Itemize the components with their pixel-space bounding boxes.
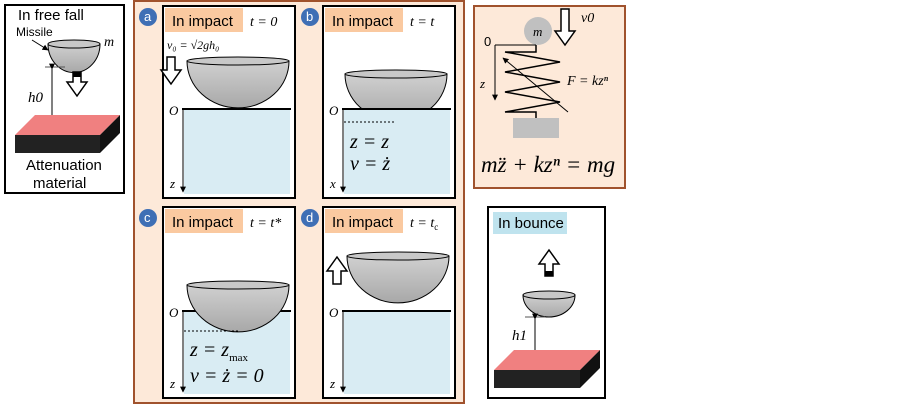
free-fall-panel: In free fall Missile m h0 Attenuation ma… [4, 4, 125, 194]
panel-d-time: t = tc [410, 216, 438, 232]
missile-label: Missile [16, 25, 53, 39]
velocity-equation: v = ż = 0 [190, 365, 264, 387]
panel-b: b In impact t = t O x z = z v = ż [301, 5, 456, 199]
panel-c: c In impact t = t* O z z = zmax v = ż = … [139, 206, 296, 399]
axis-label: z [169, 176, 175, 191]
mass-circle [524, 17, 552, 45]
velocity-label: v0 [581, 11, 594, 26]
badge-d: d [306, 210, 313, 225]
velocity-arrow-icon [553, 8, 577, 47]
spring-model-panel: m v0 0 z F = kzⁿ mz̈ + kzⁿ = mg [473, 5, 626, 189]
material-label-2: material [33, 175, 86, 192]
origin-label: O [169, 103, 179, 118]
badge-c: c [144, 210, 151, 225]
ground-block [513, 118, 559, 138]
material-label-1: Attenuation [26, 157, 102, 174]
position-equation: z = z [349, 131, 389, 153]
origin-label: 0 [484, 34, 491, 49]
position-equation: z = zmax [189, 339, 249, 364]
origin-label: O [329, 305, 339, 320]
missile-pointer [31, 39, 49, 51]
free-fall-title: In free fall [18, 7, 84, 24]
panel-b-time: t = t [410, 15, 435, 30]
velocity-equation: v = ż [350, 153, 390, 175]
force-label: F = kzⁿ [566, 74, 609, 89]
bounce-height-label: h1 [512, 328, 527, 344]
attenuation-material [15, 115, 120, 135]
panel-b-title: In impact [332, 13, 394, 30]
panel-d-title: In impact [332, 214, 394, 231]
panel-a-velocity: v₀ = √2gh₀ [167, 38, 219, 52]
height-label: h0 [28, 90, 44, 106]
bounce-panel: In bounce h1 [487, 206, 606, 399]
panel-c-title: In impact [172, 214, 234, 231]
motion-equation: mz̈ + kzⁿ = mg [481, 152, 615, 177]
panel-a-time: t = 0 [250, 15, 277, 30]
panel-d: d In impact t = tc O z [301, 206, 456, 399]
origin-label: O [169, 305, 179, 320]
water-region [184, 110, 290, 194]
axis-label: z [169, 376, 175, 391]
rebound-arrow-icon [325, 255, 349, 285]
bounce-title: In bounce [498, 215, 564, 232]
badge-b: b [306, 9, 313, 24]
axis-label: z [329, 376, 335, 391]
impact-arrow-icon [159, 56, 183, 86]
panel-c-time: t = t* [250, 216, 281, 231]
panel-a: a In impact t = 0 v₀ = √2gh₀ O z [139, 5, 296, 199]
spring [504, 45, 561, 118]
badge-a: a [144, 9, 152, 24]
axis-label: z [479, 76, 485, 91]
axis-label: x [329, 176, 336, 191]
mass-label: m [104, 35, 114, 50]
panel-a-title: In impact [172, 13, 234, 30]
origin-label: O [329, 103, 339, 118]
mass-label: m [533, 24, 542, 39]
